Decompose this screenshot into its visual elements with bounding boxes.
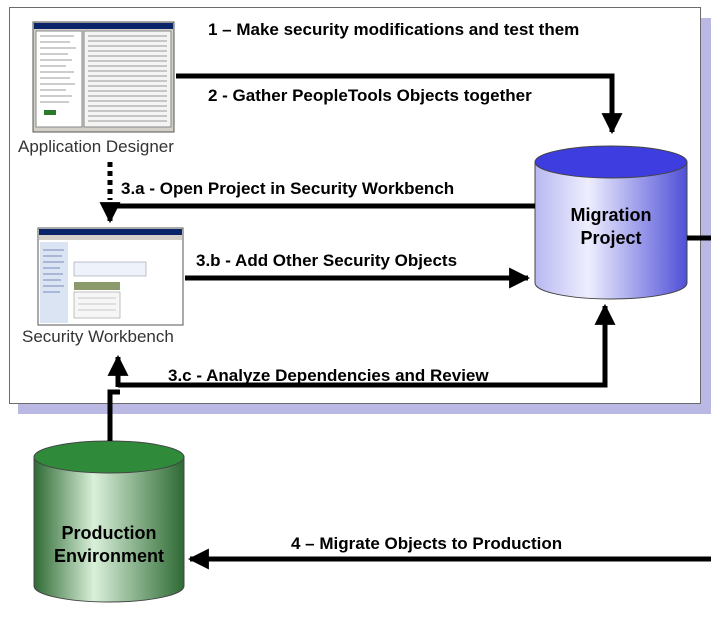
security-workbench-thumbnail (37, 227, 184, 326)
arrow-3a-open (99, 202, 535, 224)
production-environment-label-line2: Environment (53, 546, 164, 566)
application-designer-caption: Application Designer (18, 137, 174, 156)
migration-project-cylinder (534, 145, 688, 300)
production-environment-cylinder (33, 440, 185, 603)
migration-project-label-line1: Migration (570, 205, 652, 225)
migration-project-label-line2: Project (580, 228, 642, 248)
step-3c-label: 3.c - Analyze Dependencies and Review (168, 366, 489, 385)
arrow-3c-analyze (118, 303, 616, 388)
migration-project-label: Migration Project (535, 204, 687, 250)
step-3a-label: 3.a - Open Project in Security Workbench (121, 179, 455, 198)
production-environment-label-line1: Production (61, 523, 157, 543)
production-environment-label: Production Environment (34, 522, 184, 568)
step-4-label: 4 – Migrate Objects to Production (291, 534, 563, 553)
step-1-label: 1 – Make security modifications and test… (208, 20, 580, 39)
arrow-2-gather (176, 73, 623, 135)
production-feed-line (107, 389, 120, 441)
application-designer-thumbnail (32, 21, 175, 133)
step-3b-label: 3.b - Add Other Security Objects (196, 251, 458, 270)
step-2-label: 2 - Gather PeopleTools Objects together (208, 86, 532, 105)
connectors (99, 73, 711, 570)
security-workbench-caption: Security Workbench (22, 327, 174, 346)
